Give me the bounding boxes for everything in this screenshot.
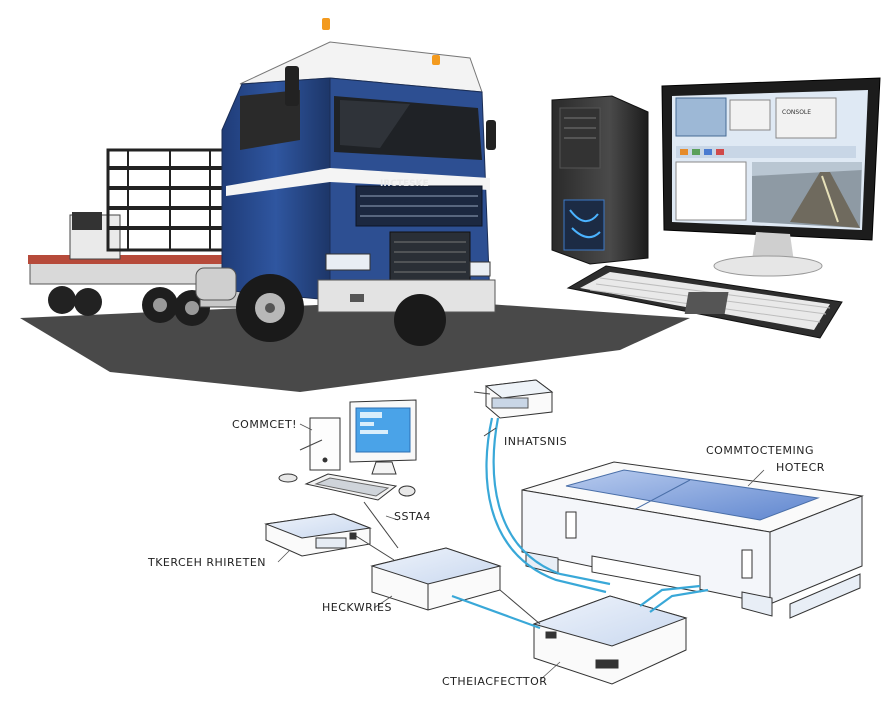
ground-shadow — [20, 300, 690, 392]
diagram-connector-bottom-device — [532, 595, 688, 685]
diagram-controlling-monitor-box — [521, 461, 864, 619]
monitor: CONSOLE — [661, 77, 881, 277]
label-leaders — [277, 423, 765, 681]
label-interface: INHATSNIS — [504, 435, 568, 448]
computer-workstation: CONSOLE — [551, 77, 881, 339]
keyboard — [566, 265, 843, 339]
diagram-connector-device — [484, 379, 554, 419]
label-connector: CTHEIACFECTTOR — [442, 675, 548, 688]
diagram-keyboard — [278, 473, 416, 501]
truck-cab: IRCTESKE — [195, 18, 496, 346]
monitor-screen-text: CONSOLE — [782, 109, 811, 116]
diagram-wires — [299, 391, 541, 625]
diagram-cables — [451, 417, 709, 630]
diagram-receiver-device — [370, 547, 502, 611]
truck-scene: IRCTESKE — [20, 18, 690, 392]
label-monitor: HOTECR — [776, 461, 825, 474]
label-controlling: COMMTOCTEMING — [706, 444, 815, 457]
diagram-monitor — [349, 399, 417, 475]
label-receiver: HECKWRIES — [322, 601, 392, 614]
truck-grille-text: IRCTESKE — [380, 179, 429, 189]
label-computer: СОMMCET! — [232, 418, 298, 431]
network-diagram — [264, 379, 864, 685]
label-port: SSTA4 — [394, 510, 431, 523]
diagram-terminal-reader-device — [264, 513, 372, 557]
label-terminal-reader: TKERCEH RHIRETEN — [148, 556, 267, 569]
diagram-pc-tower — [309, 417, 341, 471]
